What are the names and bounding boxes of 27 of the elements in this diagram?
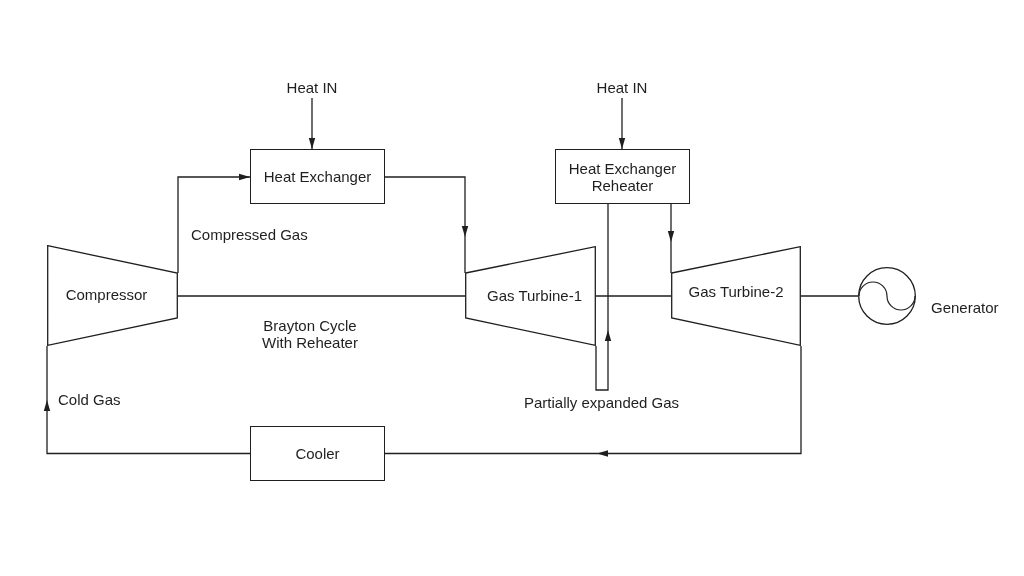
edge-label: Partially expanded Gas [524,394,680,411]
arrow [308,97,316,150]
arrow [43,345,251,455]
process-box [250,426,385,481]
connector-line [595,295,672,297]
box-label: Cooler [295,445,340,462]
source-label: Heat IN [596,79,648,97]
edge-label: Compressed Gas [191,226,308,243]
node-caption: Generator [931,299,999,316]
process-box [555,149,690,204]
symbol-label: Gas Turbine-1 [486,285,582,306]
process-box [250,149,385,204]
arrow [177,173,251,274]
arrow [618,97,626,150]
edge-label: Cold Gas [58,391,121,408]
arrow [384,176,469,274]
arrow [667,203,675,274]
arrow [595,203,612,391]
diagram-title: Brayton Cycle With Reheater [262,317,358,351]
connector-line [800,295,859,297]
symbol-label: Compressor [65,285,148,306]
source-label: Heat IN [286,79,338,97]
box-label: Heat Exchanger [263,168,372,185]
symbol-label: Gas Turbine-2 [688,281,784,302]
arrow [384,345,802,457]
box-label: Heat Exchanger Reheater [567,159,678,194]
connector-line [177,295,466,297]
